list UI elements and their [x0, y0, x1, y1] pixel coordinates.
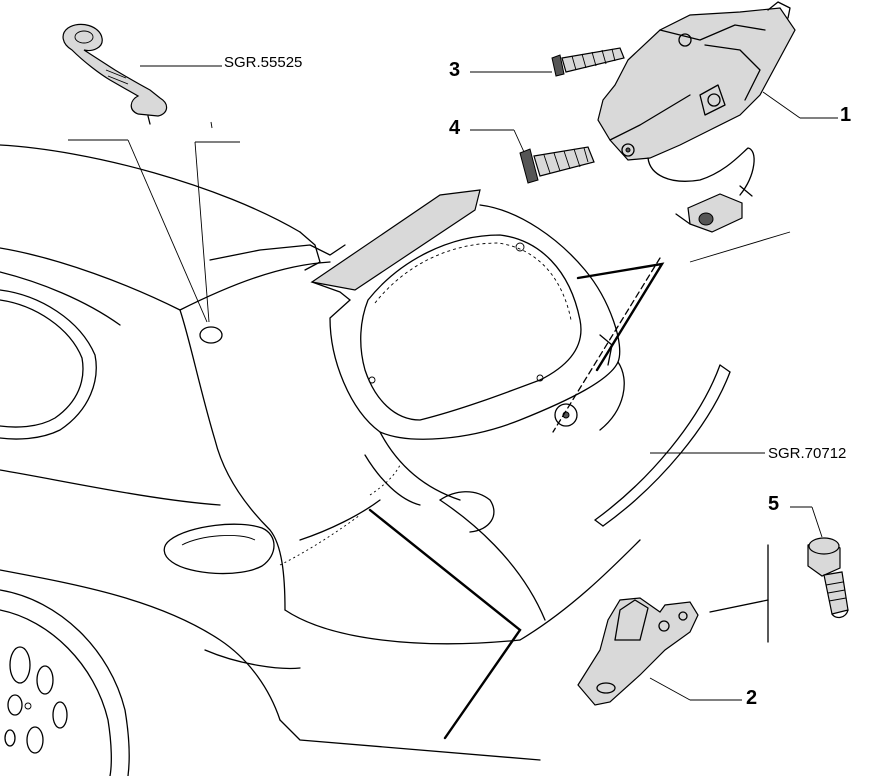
wheel-spokes [4, 646, 68, 754]
labels: SGR.55525 SGR.70712 1 2 3 4 5 [224, 54, 851, 709]
lock-cylinder [554, 403, 578, 427]
car-body [0, 144, 641, 776]
body-grommet [199, 326, 223, 344]
callout-5: 5 [768, 493, 779, 515]
callout-2: 2 [746, 687, 757, 709]
ref-code-upper: SGR.55525 [224, 54, 302, 71]
callout-1: 1 [840, 104, 851, 126]
screw-4 [519, 146, 595, 184]
seal-strip [594, 364, 731, 527]
callout-3: 3 [449, 59, 460, 81]
ref-code-lower: SGR.70712 [768, 445, 846, 462]
lock-assembly [597, 1, 796, 233]
tailgate [310, 189, 625, 501]
leader-lines [68, 65, 838, 740]
callout-4: 4 [449, 117, 461, 139]
grommet-part [62, 23, 168, 125]
striker-plate [577, 597, 699, 706]
bolt [807, 537, 849, 619]
screw-3 [551, 47, 625, 77]
